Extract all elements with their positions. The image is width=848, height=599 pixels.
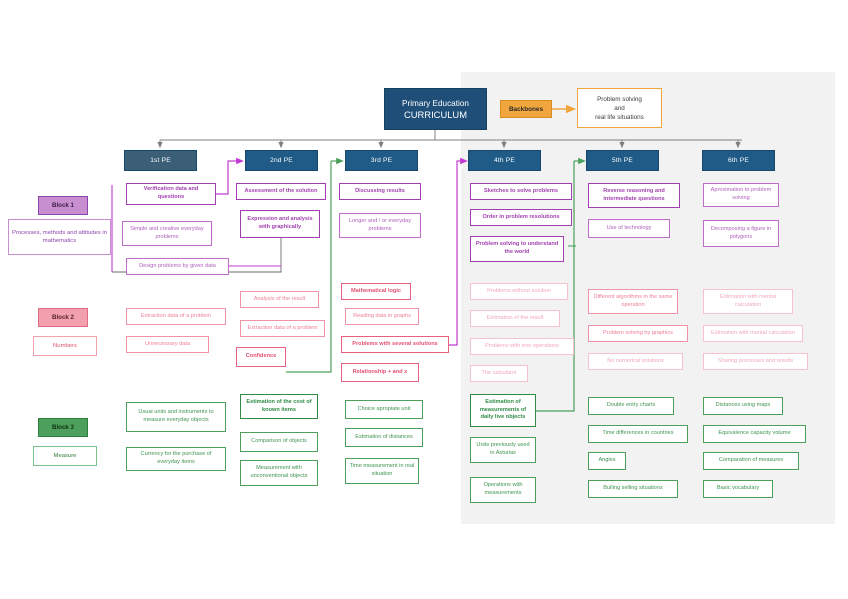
content-cell[interactable]: Simple and creative everyday problems [122, 221, 212, 246]
content-cell[interactable]: Usual units and instruments to measure e… [126, 402, 226, 432]
content-cell[interactable]: Estimation of the cost of known items [240, 394, 318, 419]
content-cell[interactable]: Comparation of measures [703, 452, 799, 470]
content-cell[interactable]: Operations with measurements [470, 477, 536, 503]
problem-solving-line-2: and [614, 104, 625, 112]
backbones-node[interactable]: Backbones [500, 100, 552, 118]
content-cell[interactable]: Analysis of the result [240, 291, 319, 308]
block-description-2: Numbers [33, 336, 97, 356]
content-cell[interactable]: Time differences in countries [588, 425, 688, 443]
content-cell[interactable]: Sketches to solve problems [470, 183, 572, 200]
content-cell[interactable]: No numerical solutions [588, 353, 683, 370]
content-cell[interactable]: Design problems by given data [126, 258, 229, 275]
grade-header-5[interactable]: 5th PE [586, 150, 659, 171]
root-line-2: CURRICULUM [403, 109, 468, 120]
content-cell[interactable]: Estimation of distances [345, 428, 423, 447]
content-cell[interactable]: Problems with several solutions [341, 336, 449, 353]
content-cell[interactable]: Estimation of measurements of daily live… [470, 394, 536, 427]
content-cell[interactable]: Problems with tree operations [470, 338, 574, 355]
content-cell[interactable]: Confidence [236, 347, 286, 367]
content-cell[interactable]: Equivalence capacity volume [703, 425, 806, 443]
grade-header-4[interactable]: 4th PE [468, 150, 541, 171]
content-cell[interactable]: Estimation with mental calculation [703, 325, 803, 342]
content-cell[interactable]: Comparison of objects [240, 432, 318, 452]
content-cell[interactable]: Aproximation to problem solving [703, 183, 779, 207]
content-cell[interactable]: Mathematical logic [341, 283, 411, 300]
content-cell[interactable]: Currency for the purchase of everyday it… [126, 447, 226, 471]
content-cell[interactable]: Choice apropiate unit [345, 400, 423, 419]
content-cell[interactable]: Measurement with unconventional objects [240, 460, 318, 486]
problem-solving-line-3: real life situations [595, 113, 644, 121]
root-line-1: Primary Education [402, 99, 469, 108]
content-cell[interactable]: Basic vocabulary [703, 480, 773, 498]
content-cell[interactable]: Decomposing a figure in polygons [703, 220, 779, 247]
content-cell[interactable]: Time measurement in real situation [345, 458, 419, 484]
content-cell[interactable]: Order in problem resolutions [470, 209, 572, 226]
content-cell[interactable]: Units previously used in Asturias [470, 437, 536, 463]
content-cell[interactable]: Extraction data of a problem [126, 308, 226, 325]
content-cell[interactable]: Sharing processes and results [703, 353, 808, 370]
content-cell[interactable]: Problem solving by graphics [588, 325, 688, 342]
content-cell[interactable]: Longer and / or everyday problems [339, 213, 421, 238]
content-cell[interactable]: Estimation with mental calculation [703, 289, 793, 314]
content-cell[interactable]: Use of technology [588, 219, 670, 238]
block-chip-2[interactable]: Block 2 [38, 308, 88, 327]
block-description-1: Processes, methods and attitudes in math… [8, 219, 111, 255]
content-cell[interactable]: Bulling selling situations [588, 480, 678, 498]
content-cell[interactable]: Problems without solution [470, 283, 568, 300]
content-cell[interactable]: Distances using maps [703, 397, 783, 415]
content-cell[interactable]: Reading data in graphs [345, 308, 419, 325]
content-cell[interactable]: Double entry charts [588, 397, 674, 415]
content-cell[interactable]: Verification data and questions [126, 183, 216, 205]
content-cell[interactable]: The calculator [470, 365, 528, 382]
block-chip-3[interactable]: Block 3 [38, 418, 88, 437]
block-chip-1[interactable]: Block 1 [38, 196, 88, 215]
grade-header-6[interactable]: 6th PE [702, 150, 775, 171]
content-cell[interactable]: Relationship + and x [341, 363, 419, 382]
content-cell[interactable]: Unnecessary data [126, 336, 209, 353]
content-cell[interactable]: Extraction data of a problem [240, 320, 325, 337]
content-cell[interactable]: Assessment of the solution [236, 183, 326, 200]
grade-header-1[interactable]: 1st PE [124, 150, 197, 171]
grade-header-2[interactable]: 2nd PE [245, 150, 318, 171]
content-cell[interactable]: Angles [588, 452, 626, 470]
content-cell[interactable]: Discussing results [339, 183, 421, 200]
content-cell[interactable]: Different algorithms in the same operati… [588, 289, 678, 314]
problem-solving-line-1: Problem solving [597, 95, 642, 103]
block-description-3: Measure [33, 446, 97, 466]
problem-solving-node[interactable]: Problem solving and real life situations [577, 88, 662, 128]
content-cell[interactable]: Estimation of the result [470, 310, 560, 327]
root-node-curriculum[interactable]: Primary Education CURRICULUM [384, 88, 487, 130]
grade-header-3[interactable]: 3rd PE [345, 150, 418, 171]
content-cell[interactable]: Problem solving to understand the world [470, 236, 564, 262]
content-cell[interactable]: Reverse reasoning and intermediate quest… [588, 183, 680, 208]
content-cell[interactable]: Expression and analysis with graphically [240, 210, 320, 238]
